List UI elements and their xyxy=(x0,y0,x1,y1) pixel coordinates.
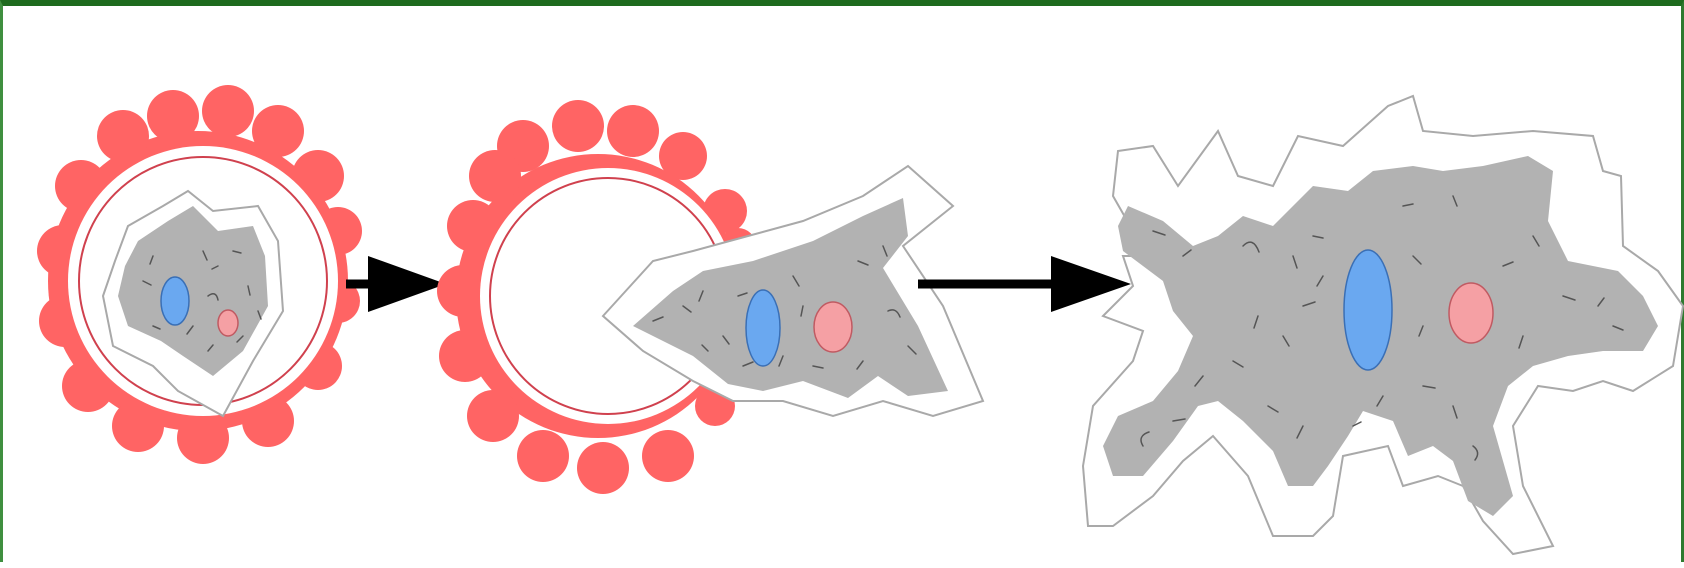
excystation-stage xyxy=(437,100,983,494)
cyst-nucleus xyxy=(161,277,189,325)
cyst-stage xyxy=(37,85,362,464)
cyst-vacuole xyxy=(218,310,238,336)
trophozoite-nucleus xyxy=(1344,250,1392,370)
emerging-cell-vacuole xyxy=(814,302,852,352)
arrow-2 xyxy=(918,256,1131,312)
trophozoite-stage xyxy=(1083,96,1683,554)
trophozoite-vacuole xyxy=(1449,283,1493,343)
emerging-cell-nucleus xyxy=(746,290,780,366)
arrow-1 xyxy=(346,256,446,312)
life-cycle-diagram xyxy=(3,6,1684,568)
